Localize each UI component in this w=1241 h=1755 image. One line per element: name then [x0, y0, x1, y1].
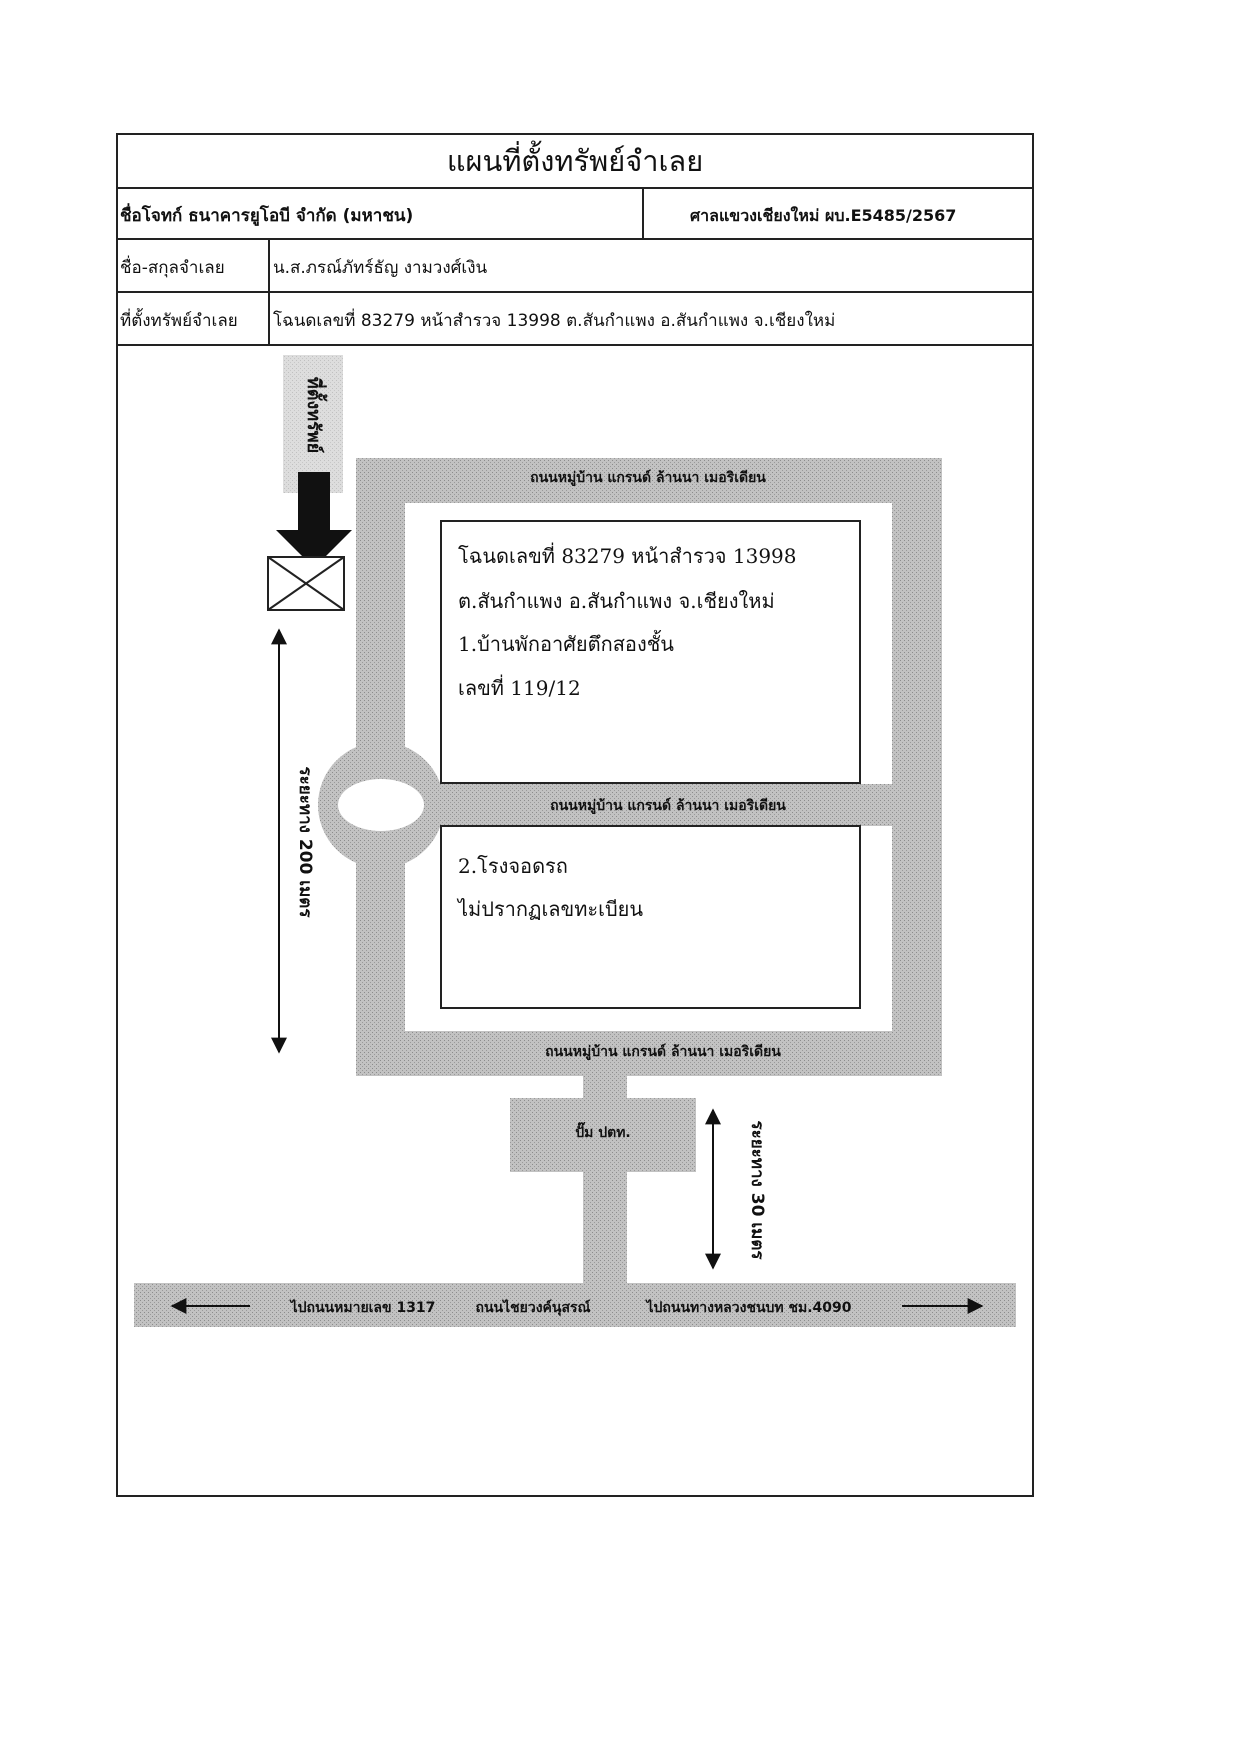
box2-line: ไม่ปรากฏเลขทะเบียน — [458, 897, 644, 921]
distance-30-label: ระยะทาง 30 เมตร — [747, 1120, 767, 1260]
divider — [116, 238, 1034, 240]
page-title: แผนที่ตั้งทรัพย์จำเลย — [446, 144, 704, 178]
road-middle — [380, 784, 900, 826]
main-road-right-label: ไปถนนทางหลวงชนบท ชม.4090 — [644, 1298, 851, 1316]
box-line: 1.บ้านพักอาศัยตึกสองชั้น — [458, 632, 674, 656]
main-road — [134, 1283, 1016, 1327]
divider — [642, 187, 644, 238]
marker-arrow-shaft — [298, 472, 330, 532]
roundabout-center — [338, 779, 424, 831]
location-value: โฉนดเลขที่ 83279 หน้าสำรวจ 13998 ต.สันกำ… — [273, 311, 836, 331]
main-road-left-label: ไปถนนหมายเลข 1317 — [289, 1298, 436, 1316]
plaintiff-name: ชื่อโจทก์ ธนาคารยูโอบี จำกัด (มหาชน) — [120, 206, 414, 226]
property-box-house — [440, 520, 861, 784]
defendant-name: น.ส.ภรณ์ภัทร์ธัญ งามวงศ์เงิน — [273, 258, 488, 278]
road-middle-label: ถนนหมู่บ้าน แกรนด์ ล้านนา เมอริเดียน — [550, 797, 786, 814]
road-top-label: ถนนหมู่บ้าน แกรนด์ ล้านนา เมอริเดียน — [530, 469, 766, 486]
main-road-name-label: ถนนไชยวงค์นุสรณ์ — [475, 1298, 590, 1316]
road-bottom-label: ถนนหมู่บ้าน แกรนด์ ล้านนา เมอริเดียน — [545, 1043, 781, 1060]
divider — [116, 187, 1034, 189]
property-box-garage — [440, 825, 861, 1009]
property-marker-label: ที่ตั้งทรัพย์ — [303, 377, 328, 453]
box-line: เลขที่ 119/12 — [458, 676, 581, 700]
box2-line: 2.โรงจอดรถ — [458, 854, 568, 878]
divider — [116, 291, 1034, 293]
map-frame — [116, 133, 1034, 1497]
marker-arrow-head — [276, 530, 352, 568]
pump-station-label: ปั๊ม ปตท. — [575, 1121, 631, 1141]
property-marker-cross — [267, 556, 345, 611]
marker-label-bg — [283, 355, 343, 493]
box-line: ต.สันกำแพง อ.สันกำแพง จ.เชียงใหม่ — [458, 589, 775, 613]
pump-station-block — [510, 1098, 696, 1172]
location-label: ที่ตั้งทรัพย์จำเลย — [120, 311, 238, 331]
divider — [116, 344, 1034, 346]
box-line: โฉนดเลขที่ 83279 หน้าสำรวจ 13998 — [458, 544, 797, 568]
distance-200-label: ระยะทาง 200 เมตร — [295, 767, 315, 919]
divider — [268, 238, 270, 344]
court-case-number: ศาลแขวงเชียงใหม่ ผบ.E5485/2567 — [690, 206, 957, 225]
defendant-label: ชื่อ-สกุลจำเลย — [120, 258, 225, 278]
